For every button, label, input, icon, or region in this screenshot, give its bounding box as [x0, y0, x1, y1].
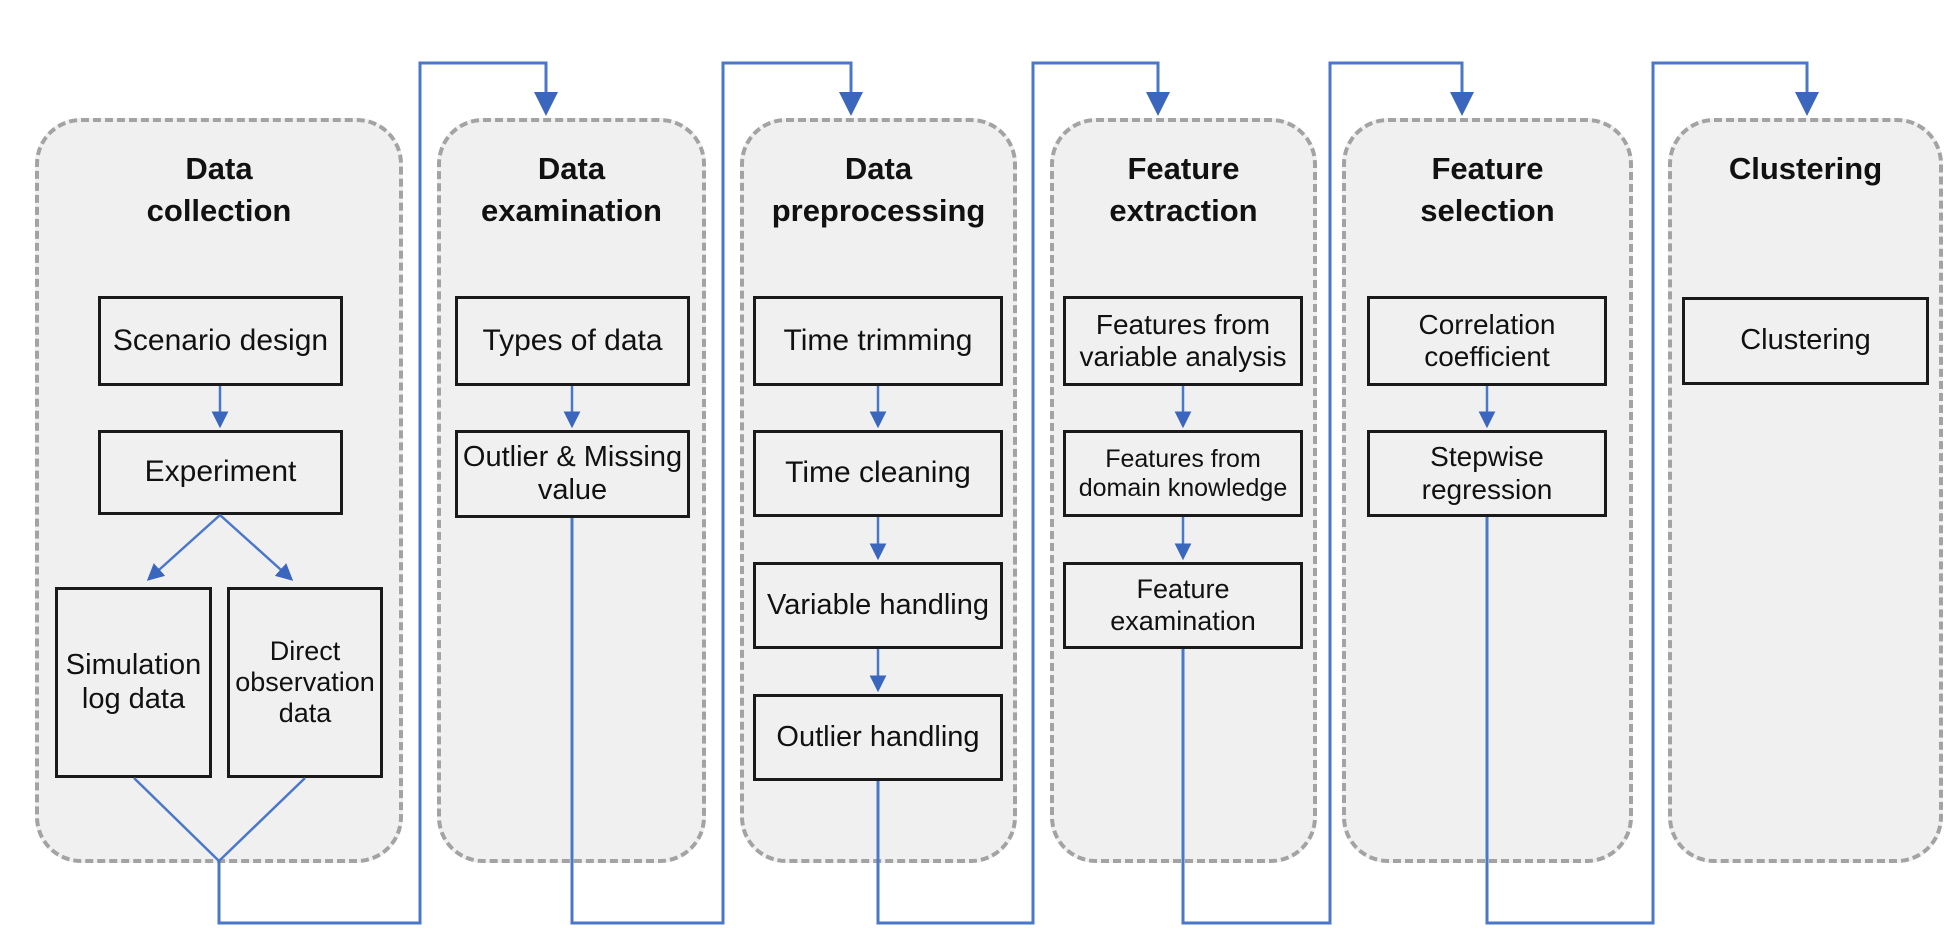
- panel-title-data-examination: Data examination: [481, 151, 662, 228]
- panel-feature-extraction: Feature extraction Features from variabl…: [1050, 118, 1317, 863]
- box-label: Simulation log data: [65, 649, 202, 715]
- box-label: Scenario design: [112, 323, 329, 357]
- box-feature-examination: Feature examination: [1063, 562, 1303, 649]
- box-stepwise-regression: Stepwise regression: [1367, 430, 1607, 517]
- panel-feature-selection: Feature selection Correlation coefficien…: [1342, 118, 1633, 863]
- box-correlation-coefficient: Correlation coefficient: [1367, 296, 1607, 386]
- box-direct-observation-data: Direct observation data: [227, 587, 383, 778]
- box-label: Types of data: [482, 323, 663, 357]
- box-simulation-log-data: Simulation log data: [55, 587, 212, 778]
- box-outlier-missing-value: Outlier & Missing value: [455, 430, 690, 518]
- box-label: Outlier handling: [776, 720, 980, 753]
- box-label: Clustering: [1740, 324, 1871, 357]
- box-label: Time trimming: [783, 323, 973, 357]
- box-experiment: Experiment: [98, 430, 343, 515]
- panel-title-data-collection: Data collection: [146, 151, 292, 228]
- box-time-cleaning: Time cleaning: [753, 430, 1003, 517]
- box-types-of-data: Types of data: [455, 296, 690, 386]
- box-scenario-design: Scenario design: [98, 296, 343, 386]
- box-label: Features from domain knowledge: [1078, 444, 1288, 502]
- panel-title-feature-extraction: Feature extraction: [1109, 151, 1258, 228]
- panel-title-clustering: Clustering: [1728, 151, 1883, 186]
- box-clustering: Clustering: [1682, 297, 1929, 385]
- box-time-trimming: Time trimming: [753, 296, 1003, 386]
- box-label: Variable handling: [767, 588, 989, 621]
- box-label: Features from variable analysis: [1079, 308, 1287, 372]
- box-label: Correlation coefficient: [1418, 308, 1556, 372]
- panel-data-preprocessing: Data preprocessing Time trimming Time cl…: [740, 118, 1017, 863]
- box-label: Feature examination: [1110, 574, 1256, 636]
- box-variable-handling: Variable handling: [753, 562, 1003, 649]
- box-label: Stepwise regression: [1421, 441, 1553, 505]
- panel-data-collection: Data collection Scenario design Experime…: [35, 118, 403, 863]
- box-label: Time cleaning: [785, 456, 971, 490]
- box-label: Outlier & Missing value: [462, 440, 683, 506]
- box-label: Direct observation data: [235, 635, 375, 729]
- box-features-from-variable-analysis: Features from variable analysis: [1063, 296, 1303, 386]
- box-label: Experiment: [144, 455, 297, 489]
- panel-title-feature-selection: Feature selection: [1420, 151, 1555, 228]
- panel-data-examination: Data examination Types of data Outlier &…: [437, 118, 706, 863]
- panel-title-data-preprocessing: Data preprocessing: [771, 151, 986, 228]
- box-outlier-handling: Outlier handling: [753, 694, 1003, 781]
- panel-clustering: Clustering Clustering: [1668, 118, 1943, 863]
- box-features-from-domain-knowledge: Features from domain knowledge: [1063, 430, 1303, 517]
